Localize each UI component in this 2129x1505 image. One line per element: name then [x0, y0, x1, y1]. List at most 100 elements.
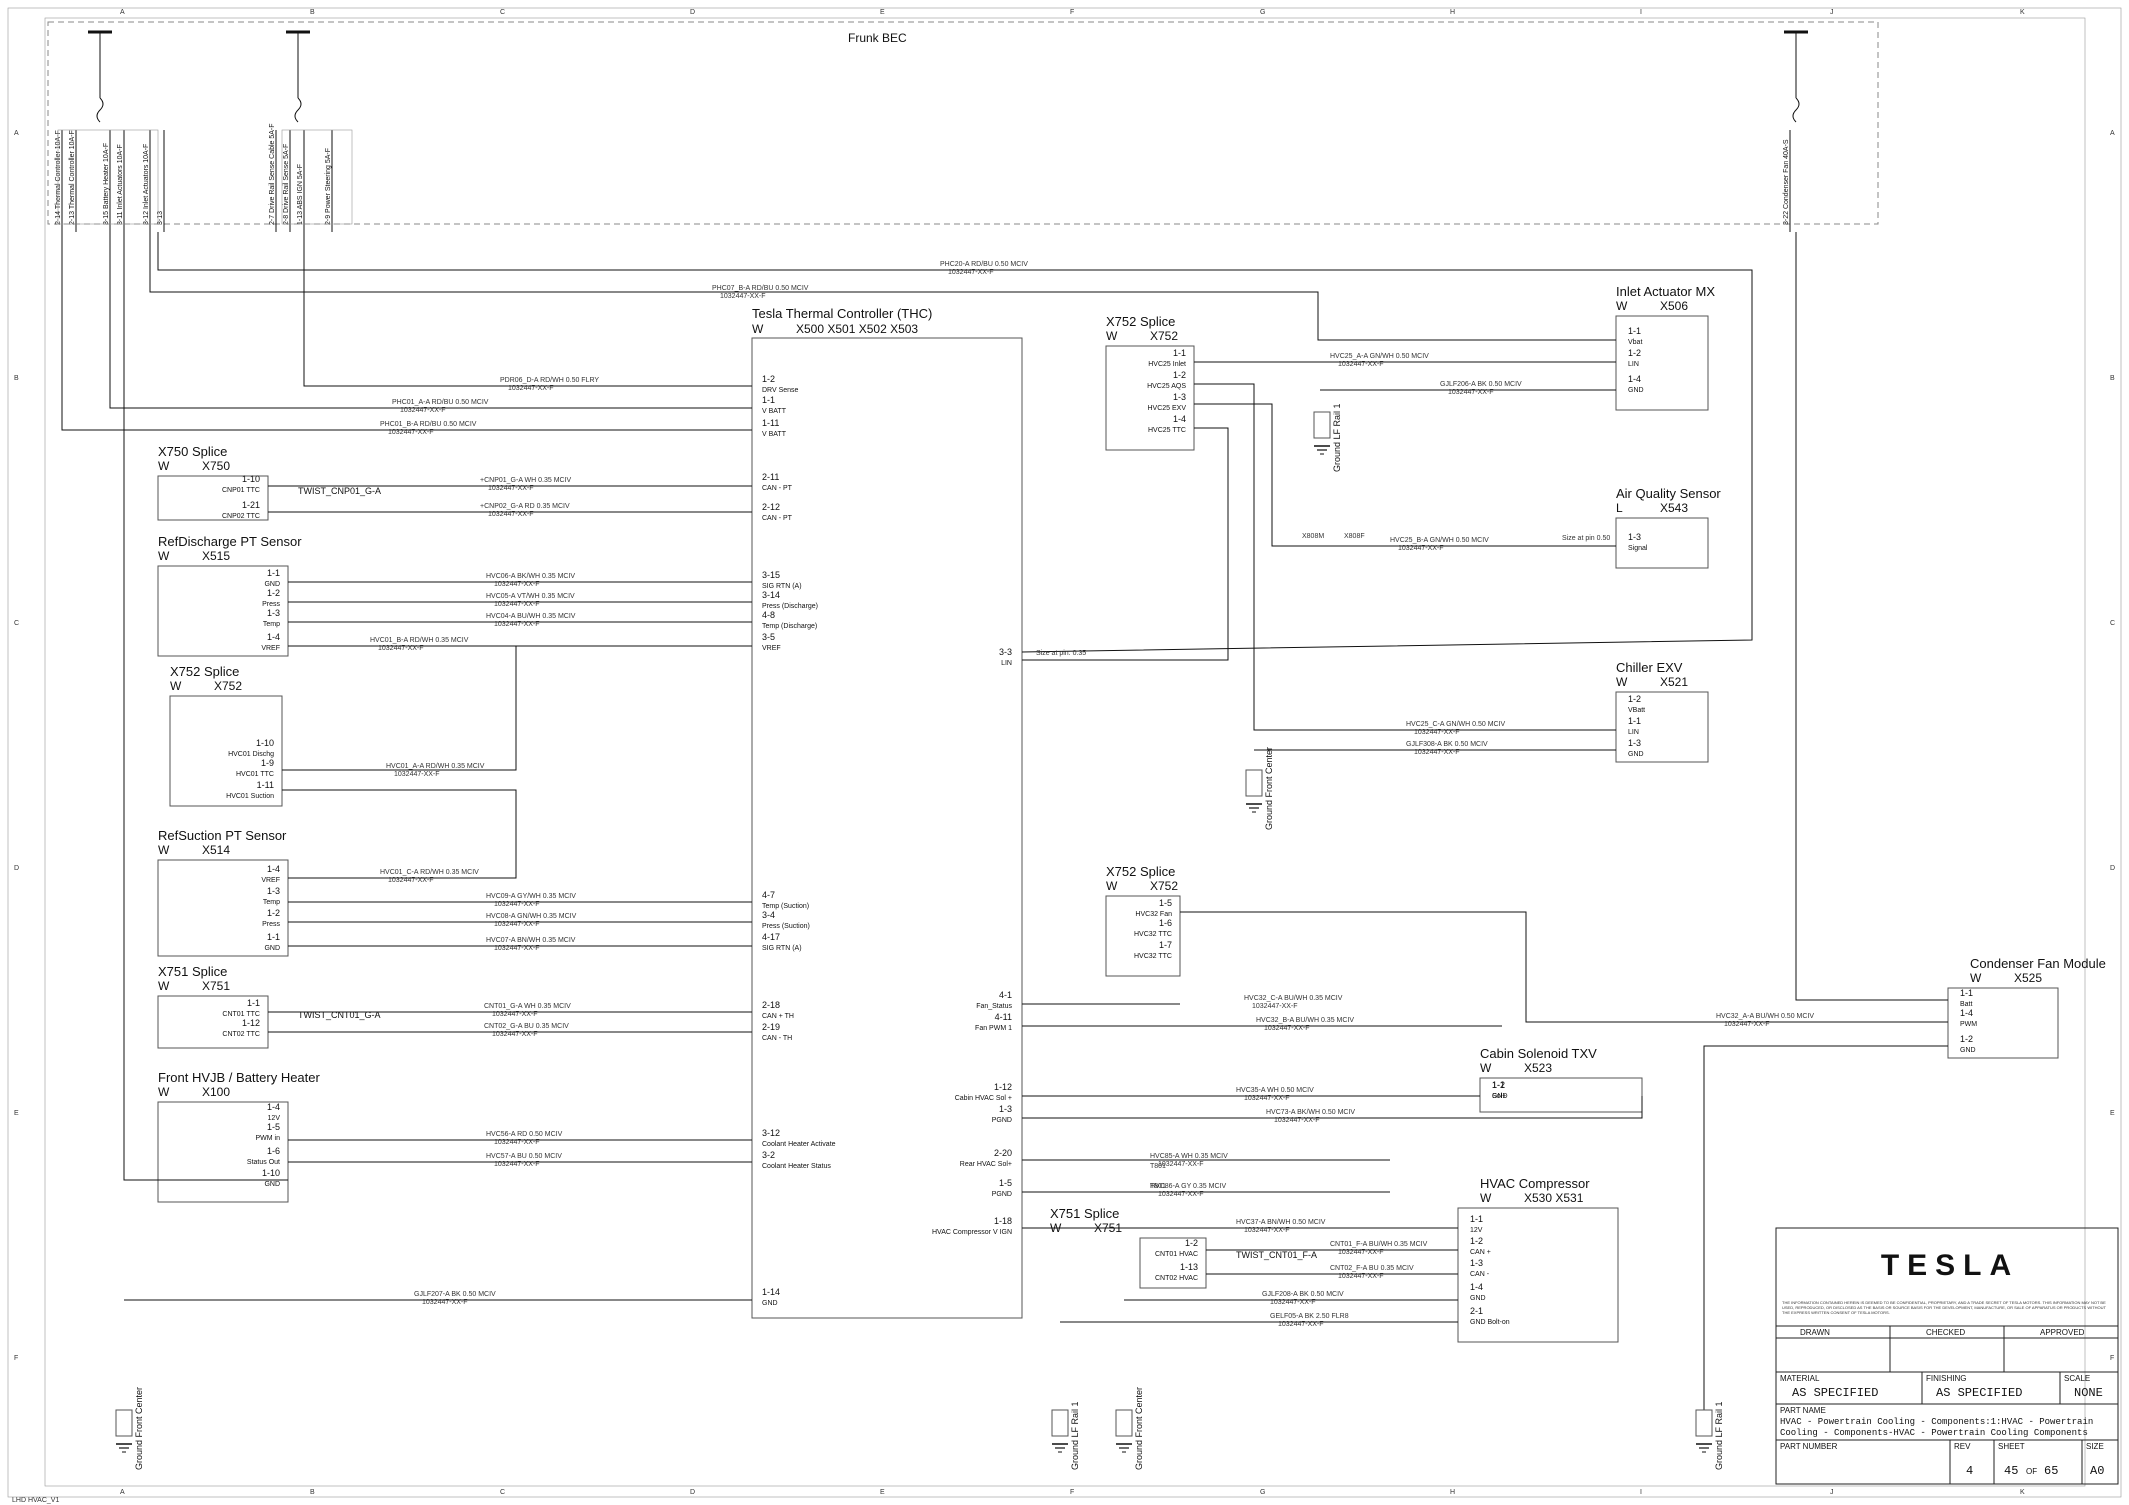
grid-col-label-bottom: K: [2020, 1489, 2025, 1496]
x514-pin-number: 1-1: [267, 932, 280, 942]
wire-hvc73: [1022, 1096, 1643, 1119]
x752b-pin-number: 1-4: [1173, 414, 1186, 424]
x525-pin-name: PWM: [1960, 1021, 1977, 1028]
x515-type: W: [158, 549, 170, 563]
ground-front-center-2: Ground Front Center: [1245, 747, 1274, 830]
x506-pin-number: 1-1: [1628, 326, 1641, 336]
rev-value: 4: [1966, 1464, 1973, 1478]
wire-phc01a: [109, 232, 752, 409]
wire-hvc57-partno: 1032447-XX-F: [494, 1161, 540, 1168]
grid-col-label-bottom: B: [310, 1489, 315, 1496]
x525-pin-number: 1-1: [1960, 988, 1973, 998]
x515-pin-name: Press: [262, 601, 280, 608]
wire-phc01b-partno: 1032447-XX-F: [388, 429, 434, 436]
approved-label: APPROVED: [2040, 1328, 2085, 1337]
ground-lf-rail-3-body: [1695, 1409, 1713, 1437]
wire-hvc86-label: HVC86-A GY 0.35 MCIV: [1150, 1183, 1226, 1190]
x752b-pin-number: 1-2: [1173, 370, 1186, 380]
thc-pin-number: 2-18: [762, 1000, 780, 1010]
x543-connector: X543: [1660, 501, 1688, 515]
wire-phc07-partno: 1032447-XX-F: [720, 293, 766, 300]
wire-hvc85-label: HVC85-A WH 0.35 MCIV: [1150, 1153, 1228, 1160]
x506-pin-name: GND: [1628, 387, 1644, 394]
x543-pin-number: 1-3: [1628, 532, 1641, 542]
wire-hvc25b-label: HVC25_B-A GN/WH 0.50 MCIV: [1390, 537, 1489, 544]
x751a-twist-label: TWIST_CNT01_G-A: [298, 1010, 381, 1020]
grid-row-label-right: A: [2110, 130, 2115, 137]
x506-box: [1615, 315, 1709, 411]
wire-cnp01-label: +CNP01_G-A WH 0.35 MCIV: [480, 477, 572, 484]
x751b-pin-name: CNT02 HVAC: [1155, 1275, 1198, 1282]
x752a-box: [169, 695, 283, 807]
x752b-pin-name: HVC25 EXV: [1147, 405, 1186, 412]
ground-front-center-1-label: Ground Front Center: [134, 1387, 144, 1470]
thc-pin-number: 1-1: [762, 395, 775, 405]
x751a-pin-name: CNT02 TTC: [222, 1031, 260, 1038]
x751a-connector: X751: [202, 979, 230, 993]
thc-pin-name: DRV Sense: [762, 387, 799, 394]
wire-hvc08-partno: 1032447-XX-F: [494, 921, 540, 928]
wire-hvc32b-label: HVC32_B-A BU/WH 0.35 MCIV: [1256, 1017, 1354, 1024]
wire-condenser-fan: [1795, 232, 1948, 1001]
x808m-label: X808M: [1302, 533, 1324, 540]
grid-col-label: D: [690, 9, 695, 16]
grid-col-label-bottom: A: [120, 1489, 125, 1496]
thc-pin-name-right: Fan_Status: [976, 1003, 1012, 1010]
wire-hvc01a: [282, 646, 517, 771]
x530-connector: X530 X531: [1524, 1191, 1584, 1205]
ground-front-center-3-body: [1115, 1409, 1133, 1437]
x525-pin-number: 1-2: [1960, 1034, 1973, 1044]
thc-pin-number-right: 1-18: [994, 1216, 1012, 1226]
grid-col-label: B: [310, 9, 315, 16]
thc-pin-name-right: LIN: [1001, 660, 1012, 667]
x521-pin-name: LIN: [1628, 729, 1639, 736]
x530-type: W: [1480, 1191, 1492, 1205]
wire-hvc07-partno: 1032447-XX-F: [494, 945, 540, 952]
thc-pin-number-right: 1-5: [999, 1178, 1012, 1188]
wire-cnt02f-partno: 1032447-XX-F: [1338, 1273, 1384, 1280]
thc-pin-number-right: 1-3: [999, 1104, 1012, 1114]
x750-pin-number: 1-10: [242, 474, 260, 484]
x521-type: W: [1616, 675, 1628, 689]
x543-pin-name: Signal: [1628, 545, 1648, 552]
wire-phc01a-partno: 1032447-XX-F: [400, 407, 446, 414]
x751a-box: [157, 995, 269, 1049]
thc-pin-number: 4-17: [762, 932, 780, 942]
wire-phc20-partno: 1032447-XX-F: [948, 269, 994, 276]
title-block-frame: [1775, 1227, 2119, 1485]
thc-pin-number-right: 4-1: [999, 990, 1012, 1000]
wire-gelf05-label: GELF05-A BK 2.50 FLR8: [1270, 1313, 1349, 1320]
outer-frame: [7, 7, 2122, 1498]
grid-col-label-bottom: C: [500, 1489, 505, 1496]
x525-pin-name: Batt: [1960, 1001, 1973, 1008]
x523-pin-number: 1-2: [1492, 1080, 1505, 1090]
x752b-pin-number: 1-3: [1173, 392, 1186, 402]
x523-connector: X523: [1524, 1061, 1552, 1075]
wire-gelf05-partno: 1032447-XX-F: [1278, 1321, 1324, 1328]
scale-value: NONE: [2074, 1386, 2103, 1400]
thc-pin-name: CAN + TH: [762, 1013, 794, 1020]
size-label: SIZE: [2086, 1442, 2104, 1451]
x752a-pin-name: HVC01 TTC: [236, 771, 274, 778]
wire-heater-12v: [123, 232, 288, 1181]
thc-pin-number: 3-2: [762, 1150, 775, 1160]
thc-module[interactable]: [751, 337, 1023, 1319]
thc-pin-name: Press (Discharge): [762, 603, 818, 610]
x100-title: Front HVJB / Battery Heater: [158, 1070, 321, 1085]
wire-phc01a-label: PHC01_A-A RD/BU 0.50 MCIV: [392, 399, 489, 406]
